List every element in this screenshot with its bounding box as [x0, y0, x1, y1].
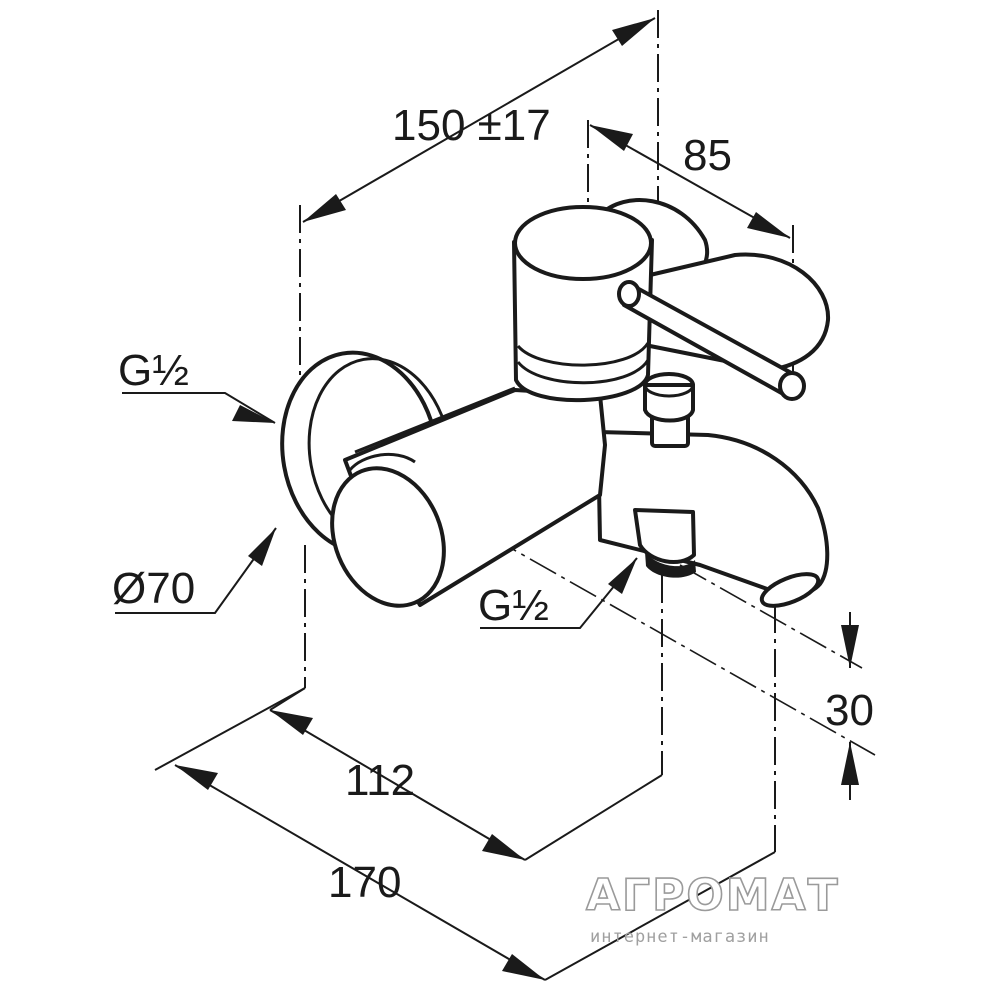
- arrow-head: [612, 18, 655, 46]
- leader-inlet-thread: [122, 392, 276, 424]
- arrow-head: [590, 125, 633, 151]
- spout-bottom-centerline: [679, 564, 863, 669]
- dim-line-projection-short: [269, 709, 526, 861]
- label-depth: 85: [683, 131, 732, 180]
- lever-rod: [617, 280, 806, 401]
- diverter-knob: [643, 372, 695, 448]
- faucet-body: [280, 198, 831, 608]
- label-outlet-thread: G½: [478, 581, 549, 630]
- arrow-head: [502, 954, 545, 980]
- arrow-head: [303, 194, 346, 222]
- watermark-title: АГРОМАТ: [586, 870, 840, 921]
- outlet-connector: [633, 508, 696, 564]
- spout: [596, 430, 830, 596]
- arrow-head: [841, 625, 859, 668]
- label-projection-short: 112: [345, 756, 415, 805]
- label-overall-width: 150 ±17: [392, 101, 551, 150]
- spout-aerator: [759, 572, 821, 608]
- dim-line-overall-width: [302, 17, 656, 223]
- front-end-cap: [330, 453, 446, 608]
- watermark: АГРОМАТ интернет-магазин: [585, 869, 840, 947]
- label-rosette-diameter: Ø70: [112, 564, 195, 613]
- outlet-thread-band: [645, 552, 696, 578]
- arrow-head: [175, 765, 218, 790]
- arrow-head: [270, 710, 313, 735]
- label-spout-height: 30: [825, 686, 874, 735]
- label-projection-long: 170: [328, 858, 401, 907]
- arrow-head: [482, 834, 525, 860]
- dim-line-projection-long: [174, 764, 546, 981]
- label-inlet-thread: G½: [118, 346, 189, 395]
- arrow-head: [747, 212, 790, 238]
- dimension-lines: [115, 17, 859, 981]
- cartridge-dome: [512, 205, 654, 403]
- watermark-subtitle: интернет-магазин: [590, 927, 770, 947]
- arrow-head: [841, 742, 859, 785]
- dimension-labels: 150 ±17 85 G½ Ø70 G½ 30 112 170: [112, 101, 874, 907]
